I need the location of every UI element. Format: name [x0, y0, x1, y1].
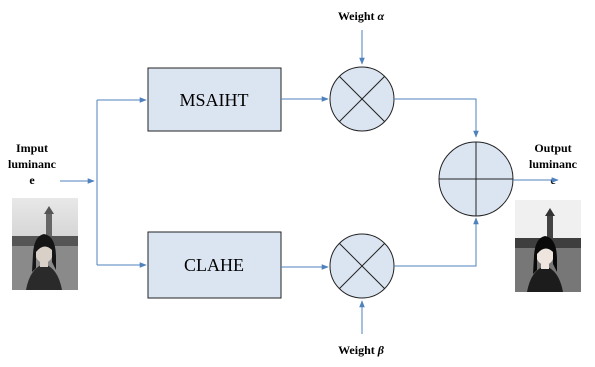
input-label-line-3: e: [29, 173, 35, 187]
adder-icon: [438, 141, 514, 217]
multiplier-bottom-icon: [329, 233, 395, 299]
input-photo: [12, 198, 78, 290]
output-photo: [515, 200, 581, 292]
msaiht-block: MSAIHT: [147, 67, 282, 132]
input-label-line-1: Imput: [16, 141, 48, 155]
output-label-line-1: Output: [534, 141, 571, 155]
bottom-multiplier-to-adder-arrow: [394, 217, 479, 267]
multiplier-top-icon: [329, 66, 395, 132]
output-label-line-2: luminanc: [529, 157, 578, 171]
clahe-block: CLAHE: [147, 231, 282, 299]
top-multiplier-to-adder-arrow: [394, 98, 479, 138]
weight-alpha-label: Weight α: [338, 9, 385, 23]
input-label-line-2: luminanc: [8, 157, 57, 171]
msaiht-label: MSAIHT: [179, 90, 248, 110]
clahe-label: CLAHE: [184, 255, 244, 275]
weight-beta-label: Weight β: [338, 343, 385, 357]
